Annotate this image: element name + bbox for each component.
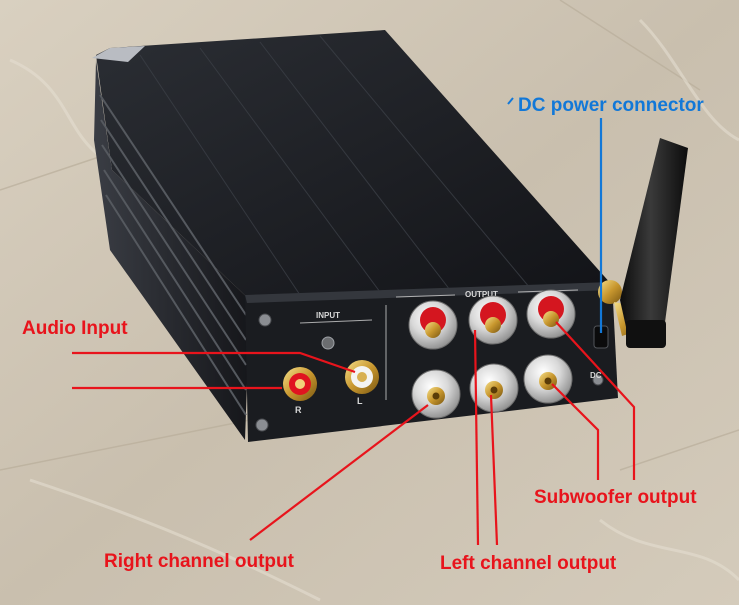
annotation-audio-input: Audio Input <box>22 318 128 339</box>
rca-right-label: R <box>295 405 302 415</box>
annotation-right-channel-output: Right channel output <box>104 551 294 572</box>
panel-input-label: INPUT <box>316 311 340 320</box>
chassis-side <box>94 60 250 440</box>
dc-label: DC <box>590 371 602 380</box>
indicator-led <box>321 336 335 350</box>
binding-post-row-top <box>408 289 576 350</box>
chassis-silver-edge <box>92 46 145 62</box>
heat-sink-fins <box>99 94 247 416</box>
panel-output-label: OUTPUT <box>465 290 498 299</box>
annotation-lines <box>72 321 636 546</box>
rear-panel <box>245 282 618 442</box>
panel-screws <box>255 313 604 432</box>
rca-left-label: L <box>357 396 363 406</box>
floor-tile-seams <box>0 0 739 471</box>
bluetooth-antenna <box>598 138 688 348</box>
annotation-left-channel-output: Left channel output <box>440 553 617 574</box>
rca-jack-right <box>283 367 317 401</box>
rca-jack-left <box>345 360 379 394</box>
annotation-subwoofer-output: Subwoofer output <box>534 487 697 508</box>
annotation-dc-power: DC power connector <box>518 95 704 116</box>
